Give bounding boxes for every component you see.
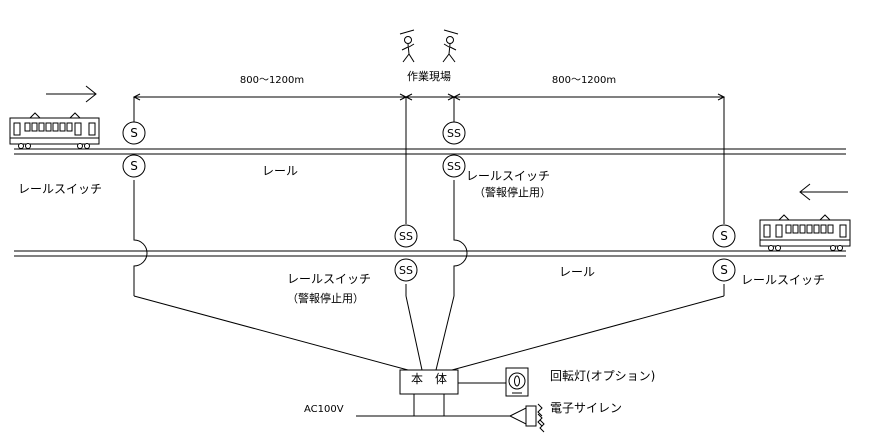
lower-rail (14, 250, 846, 257)
distance-right-label: 800～1200m (552, 75, 616, 86)
work-site-label: 作業現場 (407, 70, 451, 83)
sensor-c-upper: SS (442, 121, 466, 145)
arrow-left-icon (799, 183, 848, 201)
train-left-icon (9, 112, 100, 149)
vline-c-bottom (453, 180, 468, 296)
main-unit: 本 体 (399, 369, 459, 416)
dimension-left (132, 93, 408, 101)
svg-text:S: S (130, 126, 138, 140)
worker-left-icon (399, 29, 415, 63)
alarm-stop-upper-label: （警報停止用） (474, 185, 551, 199)
wire-c (435, 295, 455, 371)
upper-rail (14, 148, 846, 155)
rotating-light-label: 回転灯(オプション) (550, 369, 655, 383)
worker-right-icon (442, 29, 459, 63)
wire-b (405, 295, 423, 371)
siren-icon (508, 403, 545, 433)
rail-upper-label: レール (262, 164, 298, 178)
sensor-d-lower: S (712, 258, 736, 282)
wire-d (451, 295, 725, 371)
wire-a (133, 295, 409, 371)
svg-text:SS: SS (399, 264, 413, 277)
rail-switch-right-label: レールスイッチ (741, 273, 825, 287)
rotating-light-icon (505, 367, 529, 397)
sensor-c-lower: SS (442, 154, 466, 178)
distance-left-label: 800～1200m (240, 75, 304, 86)
vline-a-bottom (133, 180, 148, 296)
dimension-center (404, 93, 456, 101)
svg-text:SS: SS (447, 127, 461, 140)
sensor-d-upper: S (712, 224, 736, 248)
power-label: AC100V (304, 404, 344, 415)
rail-lower-label: レール (559, 265, 595, 279)
alarm-stop-lower-label: （警報停止用） (287, 291, 364, 305)
dimension-right (452, 93, 726, 101)
svg-text:S: S (130, 159, 138, 173)
rail-switch-center-upper-label: レールスイッチ (466, 169, 550, 183)
svg-text:SS: SS (399, 230, 413, 243)
sensor-a-upper: S (122, 121, 146, 145)
train-right-icon (759, 214, 851, 251)
rail-switch-left-label: レールスイッチ (18, 182, 102, 196)
arrow-right-icon (46, 85, 97, 103)
svg-text:SS: SS (447, 160, 461, 173)
svg-text:本 体: 本 体 (411, 372, 447, 386)
electronic-siren-label: 電子サイレン (550, 401, 622, 415)
svg-text:S: S (720, 229, 728, 243)
sensor-a-lower: S (122, 154, 146, 178)
rail-switch-center-lower-label: レールスイッチ (287, 272, 371, 286)
sensor-b-lower: SS (394, 258, 418, 282)
sensor-b-upper: SS (394, 224, 418, 248)
svg-text:S: S (720, 263, 728, 277)
